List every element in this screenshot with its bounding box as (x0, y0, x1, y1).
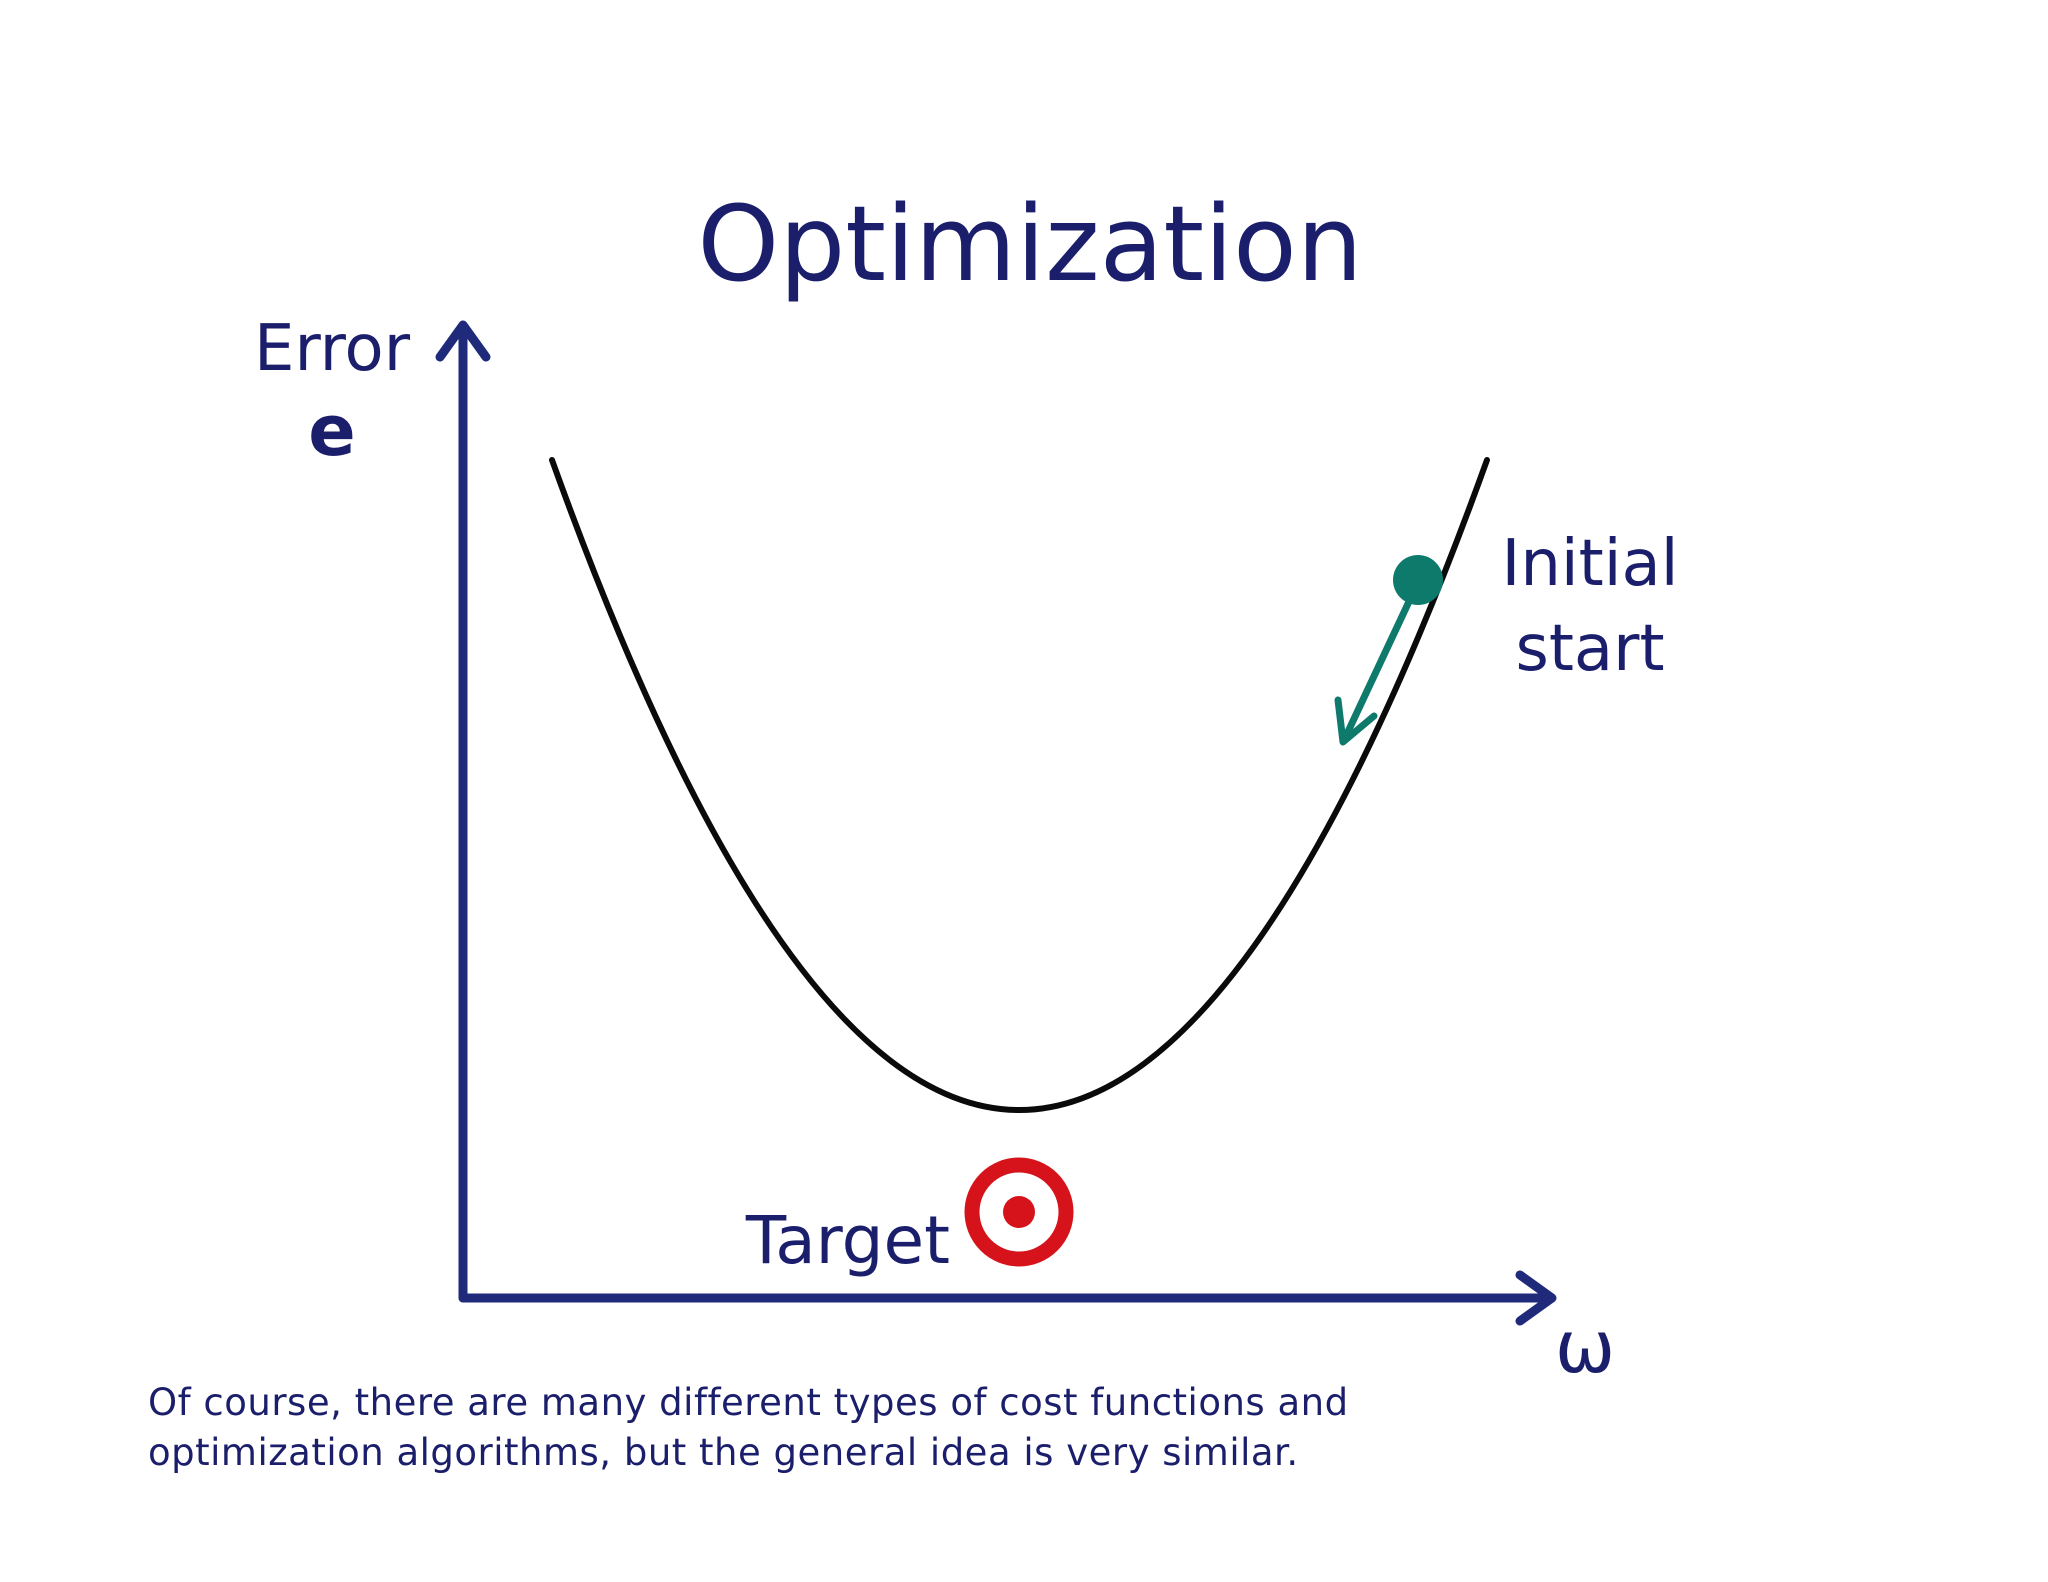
target-label: Target (745, 1202, 950, 1279)
x-axis-label: ω (1555, 1305, 1615, 1389)
diagram-title: Optimization (697, 183, 1362, 305)
target-icon (964, 1157, 1074, 1267)
caption-line-2: optimization algorithms, but the general… (148, 1431, 1299, 1474)
initial-start-label-line1: Initial (1501, 527, 1678, 601)
target-bullseye (1003, 1196, 1035, 1228)
gradient-step-arrow (1334, 589, 1417, 746)
axes (435, 320, 1557, 1326)
initial-start-point (1393, 555, 1443, 605)
caption: Of course, there are many different type… (148, 1378, 1448, 1478)
gradient-step-arrowhead (1334, 696, 1378, 746)
y-axis-arrowhead (435, 320, 491, 362)
error-curve (549, 457, 1490, 1113)
y-axis-symbol: e (308, 390, 355, 472)
target-outer-ring (964, 1157, 1074, 1267)
x-axis-arrowhead (1515, 1270, 1557, 1326)
gradient-step-shaft (1341, 589, 1417, 742)
initial-start-label-line2: start (1515, 612, 1664, 686)
y-axis-label: Error (254, 312, 411, 386)
caption-line-1: Of course, there are many different type… (148, 1381, 1349, 1424)
